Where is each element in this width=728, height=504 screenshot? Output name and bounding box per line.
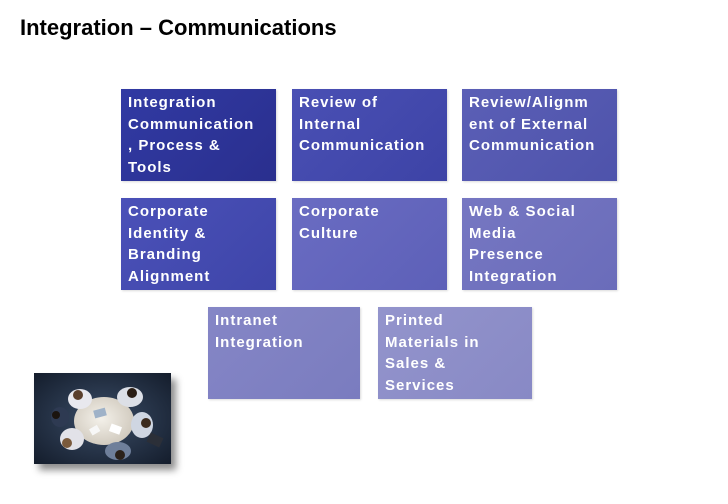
box-line: Tools	[128, 158, 172, 176]
box-line: Internal	[299, 115, 362, 133]
box-line: Intranet	[215, 312, 279, 329]
box-line: Identity &	[128, 224, 207, 242]
box-line: ent of External	[469, 115, 589, 133]
box-line: Media	[469, 224, 517, 242]
box-line: Materials in	[385, 333, 480, 351]
box-line: Services	[385, 376, 455, 394]
box-line: Corporate	[299, 203, 380, 220]
box-web-social-media-presence: Web & Social Media Presence Integration	[462, 198, 617, 290]
box-line: Alignment	[128, 267, 211, 285]
box-integration-communication-process-tools: Integration Communication , Process & To…	[121, 89, 276, 181]
box-line: , Process &	[128, 137, 221, 154]
box-line: Culture	[299, 224, 359, 242]
box-review-internal-communication: Review of Internal Communication	[292, 89, 447, 181]
box-line: Presence	[469, 246, 544, 263]
box-line: Communication	[469, 137, 596, 154]
box-line: Web & Social	[469, 203, 576, 220]
box-corporate-identity-branding: Corporate Identity & Branding Alignment	[121, 198, 276, 290]
team-meeting-illustration	[34, 373, 171, 464]
box-line: Integration	[128, 94, 217, 111]
box-line: Branding	[128, 246, 202, 263]
box-line: Review/Alignm	[469, 94, 589, 111]
box-line: Printed	[385, 312, 444, 329]
team-meeting-photo	[34, 373, 171, 464]
box-review-alignment-external-communication: Review/Alignm ent of External Communicat…	[462, 89, 617, 181]
box-line: Integration	[469, 267, 558, 285]
slide-title: Integration – Communications	[20, 15, 337, 40]
box-printed-materials: Printed Materials in Sales & Services	[378, 307, 532, 399]
box-line: Corporate	[128, 203, 209, 220]
box-line: Sales &	[385, 355, 447, 372]
box-line: Review of	[299, 94, 379, 111]
box-intranet-integration: Intranet Integration	[208, 307, 360, 399]
box-line: Communication	[128, 115, 255, 133]
box-line: Integration	[215, 333, 304, 351]
box-corporate-culture: Corporate Culture	[292, 198, 447, 290]
box-line: Communication	[299, 137, 426, 154]
